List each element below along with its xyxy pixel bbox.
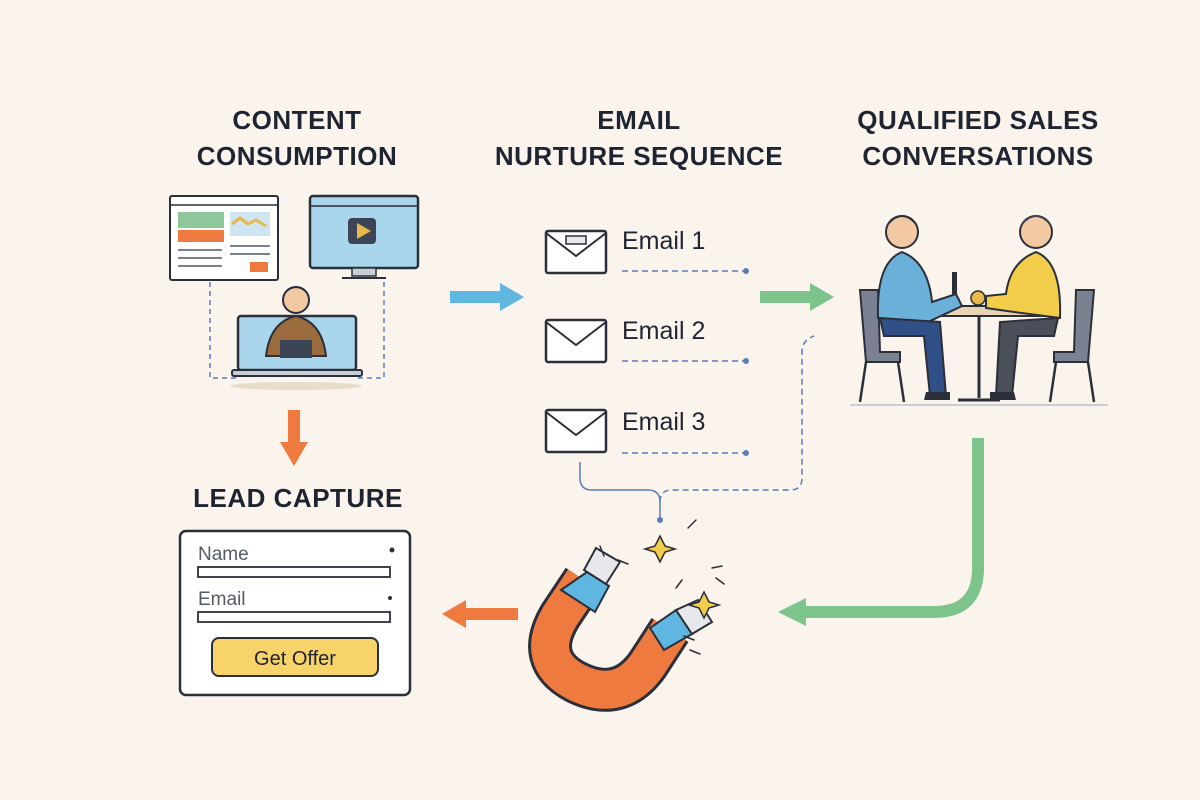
heading-line: CONSUMPTION: [196, 141, 398, 171]
email-label-2: Email 2: [622, 317, 706, 345]
email-envelope-icon-2: [544, 318, 608, 364]
email-field-label: Email: [198, 589, 246, 610]
email-envelope-icon-3: [544, 408, 608, 454]
email-envelope-icon-1: [544, 229, 608, 275]
email-label-3: Email 3: [622, 408, 706, 436]
laptop-person-icon: [230, 286, 363, 390]
document-window-icon: [169, 195, 279, 281]
heading-line: CONVERSATIONS: [862, 141, 1094, 171]
heading-line: CONTENT: [232, 105, 362, 135]
arrow-sales-to-magnet: [778, 438, 984, 626]
arrow-content-to-email: [450, 283, 524, 311]
email-input-box[interactable]: [197, 611, 391, 623]
content-consumption-illustration: [169, 194, 420, 390]
email-label-1: Email 1: [622, 227, 706, 255]
heading-content-consumption: CONTENT CONSUMPTION: [186, 102, 408, 174]
heading-line: NURTURE SEQUENCE: [494, 141, 784, 171]
heading-qualified-sales: QUALIFIED SALES CONVERSATIONS: [846, 102, 1110, 174]
heading-email-nurture: EMAIL NURTURE SEQUENCE: [494, 102, 784, 174]
arrow-email-to-sales: [760, 283, 834, 311]
video-monitor-icon: [308, 194, 420, 279]
arrow-magnet-to-lead: [442, 600, 518, 628]
heading-line: EMAIL: [597, 105, 681, 135]
sales-meeting-illustration: [850, 215, 1108, 406]
name-input-box[interactable]: [197, 566, 391, 578]
arrow-content-to-lead: [280, 410, 308, 466]
name-field-label: Name: [198, 544, 249, 565]
magnet-icon: [528, 519, 725, 712]
heading-lead-capture: LEAD CAPTURE: [193, 483, 403, 513]
get-offer-button[interactable]: Get Offer: [211, 637, 379, 677]
email-progress-lines: [622, 270, 744, 454]
heading-line: QUALIFIED SALES: [857, 105, 1099, 135]
